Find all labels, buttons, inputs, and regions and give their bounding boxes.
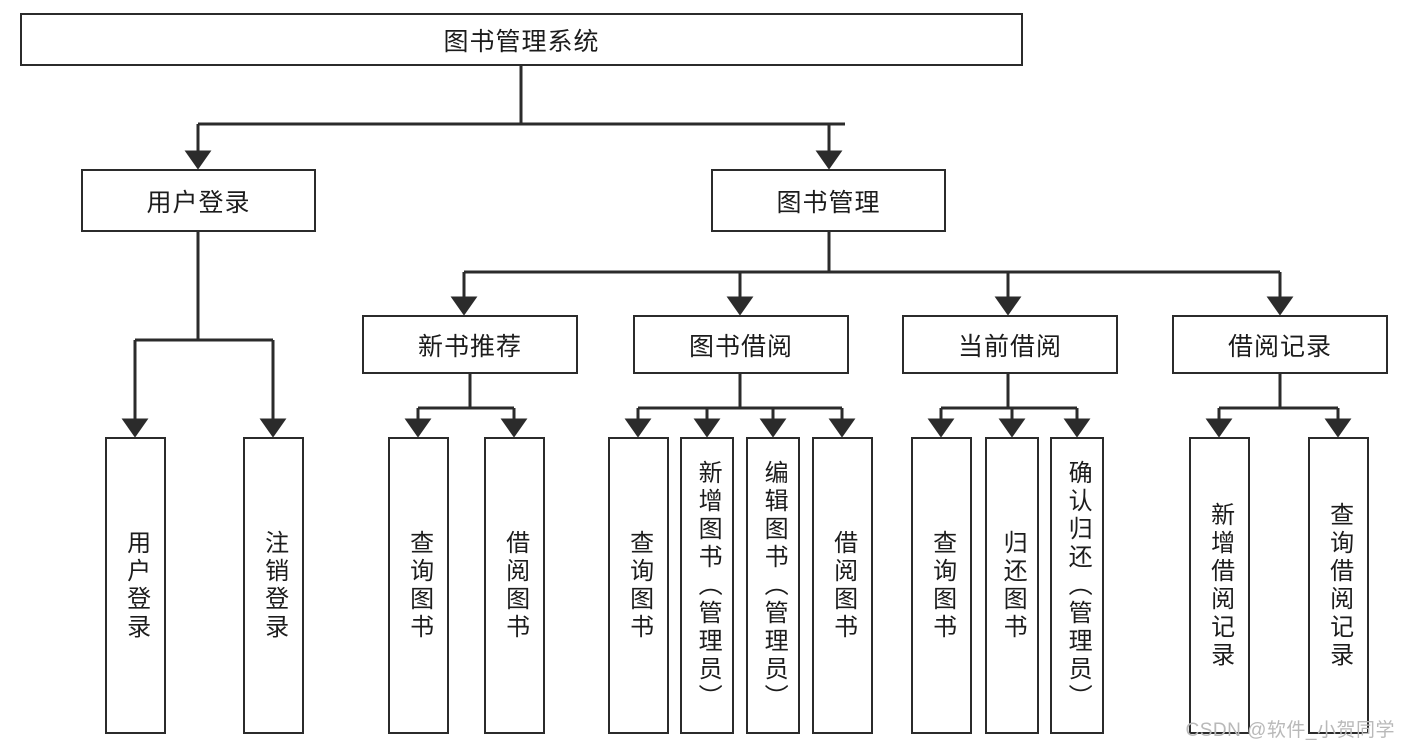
node-label: 编辑图书（管理员） bbox=[760, 459, 788, 712]
leaf-node-add-borrow-record[interactable]: 新增借阅记录 bbox=[1189, 437, 1250, 734]
node-label: 查询图书 bbox=[928, 529, 956, 642]
node-label: 用户登录 bbox=[122, 529, 150, 642]
leaf-node-add-book-admin[interactable]: 新增图书（管理员） bbox=[680, 437, 734, 734]
leaf-node-confirm-return-admin[interactable]: 确认归还（管理员） bbox=[1050, 437, 1104, 734]
leaf-node-query-book-recommend[interactable]: 查询图书 bbox=[388, 437, 449, 734]
leaf-node-query-book-borrow[interactable]: 查询图书 bbox=[608, 437, 669, 734]
node-label: 图书管理 bbox=[776, 188, 881, 217]
node-label: 注销登录 bbox=[260, 529, 288, 642]
node-label: 借阅图书 bbox=[501, 529, 529, 642]
node-borrow-record[interactable]: 借阅记录 bbox=[1172, 315, 1388, 374]
node-label: 借阅图书 bbox=[829, 529, 857, 642]
book-borrow-to-leaves-connectors bbox=[624, 374, 856, 438]
root-to-level2-connectors bbox=[184, 66, 845, 170]
node-label: 新增借阅记录 bbox=[1206, 501, 1234, 670]
node-label: 新书推荐 bbox=[417, 332, 522, 361]
new-book-recommend-to-leaves-connectors bbox=[404, 374, 528, 438]
node-user-login[interactable]: 用户登录 bbox=[81, 169, 316, 232]
node-label: 查询图书 bbox=[625, 529, 653, 642]
node-label: 查询借阅记录 bbox=[1325, 501, 1353, 670]
leaf-node-borrow-book-recommend[interactable]: 借阅图书 bbox=[484, 437, 545, 734]
node-book-borrow[interactable]: 图书借阅 bbox=[633, 315, 849, 374]
node-label: 确认归还（管理员） bbox=[1064, 459, 1092, 712]
leaf-node-return-book[interactable]: 归还图书 bbox=[985, 437, 1039, 734]
node-book-management-system[interactable]: 图书管理系统 bbox=[20, 13, 1023, 66]
leaf-node-user-login[interactable]: 用户登录 bbox=[105, 437, 166, 734]
leaf-node-borrow-book[interactable]: 借阅图书 bbox=[812, 437, 873, 734]
leaf-node-edit-book-admin[interactable]: 编辑图书（管理员） bbox=[746, 437, 800, 734]
node-current-borrow[interactable]: 当前借阅 bbox=[902, 315, 1118, 374]
leaf-node-logout[interactable]: 注销登录 bbox=[243, 437, 304, 734]
node-label: 用户登录 bbox=[146, 188, 251, 217]
book-management-to-level3-connectors bbox=[450, 232, 1294, 316]
node-new-book-recommend[interactable]: 新书推荐 bbox=[362, 315, 578, 374]
node-label: 归还图书 bbox=[999, 529, 1027, 642]
user-login-to-leaves-connectors bbox=[121, 232, 287, 438]
borrow-record-to-leaves-connectors bbox=[1205, 374, 1352, 438]
node-label: 图书借阅 bbox=[688, 332, 793, 361]
node-label: 查询图书 bbox=[405, 529, 433, 642]
leaf-node-query-borrow-record[interactable]: 查询借阅记录 bbox=[1308, 437, 1369, 734]
node-label: 图书管理系统 bbox=[443, 27, 600, 56]
node-label: 新增图书（管理员） bbox=[694, 459, 722, 712]
node-label: 当前借阅 bbox=[957, 332, 1062, 361]
node-book-management[interactable]: 图书管理 bbox=[711, 169, 946, 232]
leaf-node-query-book-current[interactable]: 查询图书 bbox=[911, 437, 972, 734]
node-label: 借阅记录 bbox=[1227, 332, 1332, 361]
current-borrow-to-leaves-connectors bbox=[927, 374, 1091, 438]
